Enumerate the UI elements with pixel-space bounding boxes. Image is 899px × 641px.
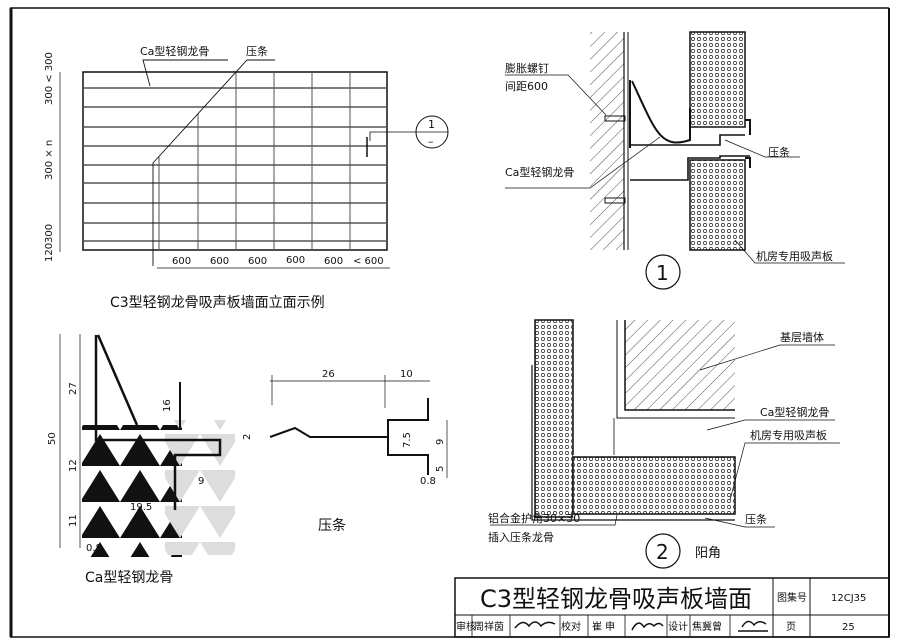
label-keel: Ca型轻钢龙骨 (760, 405, 829, 419)
dim-bottom-6: < 600 (353, 256, 384, 267)
dim-7-5: 7.5 (402, 432, 413, 448)
panel-joints (158, 72, 351, 250)
dim-50: 50 (47, 432, 58, 445)
horizontal-keels (83, 87, 387, 242)
drawing-title: C3型轻钢龙骨吸声板墙面 (480, 585, 752, 613)
atlas-number: 12CJ35 (831, 593, 866, 604)
detail-1: 膨胀螺钉 间距600 Ca型轻钢龙骨 压条 机房专用吸声板 1 (505, 31, 845, 290)
label-corner-guard: 铝合金护角30×30 (488, 511, 580, 525)
designer-name: 焦冀曾 (692, 620, 722, 633)
dim-0-8: 0.8 (420, 476, 436, 487)
dim-9: 9 (198, 476, 204, 487)
elevation-caption: C3型轻钢龙骨吸声板墙面立面示例 (110, 295, 325, 311)
dim-12: 12 (68, 459, 79, 472)
dim-11: 11 (68, 514, 79, 527)
detail-name: 阳角 (695, 546, 721, 561)
elevation-drawing: Ca型轻钢龙骨 压条 300 < 300 300 × n 300 120 600… (44, 44, 449, 311)
dim-bottom-4: 600 (286, 255, 305, 266)
label-panel: 机房专用吸声板 (756, 249, 833, 263)
dim-top: 300 < 300 (44, 52, 55, 105)
label-keel: Ca型轻钢龙骨 (505, 165, 574, 179)
title-block: C3型轻钢龙骨吸声板墙面 图集号 12CJ35 审核 周祥茵 校对 崔 申 设计… (454, 577, 890, 638)
dim-2: 2 (242, 434, 253, 440)
check-label: 校对 (561, 620, 581, 633)
label-bolt: 膨胀螺钉 (505, 61, 549, 75)
dim-27: 27 (68, 382, 79, 395)
strip-profile: 26 10 2 7.5 9 5 0.8 压条 (242, 369, 448, 534)
label-strip: 压条 (768, 145, 790, 159)
dim-10: 10 (400, 369, 413, 380)
dim-bottom-5: 600 (324, 256, 343, 267)
design-label: 设计 (668, 620, 688, 633)
dim-5: 5 (435, 466, 446, 472)
dim-bottom-3: 600 (248, 256, 267, 267)
callout-sheet: – (428, 135, 434, 148)
checker-signature (631, 622, 664, 631)
strip-caption: 压条 (318, 517, 346, 534)
detail-2: 基层墙体 Ca型轻钢龙骨 机房专用吸声板 压条 铝合金护角30×30 插入压条龙… (488, 319, 840, 569)
dim-bottom-1: 600 (172, 256, 191, 267)
dim-26: 26 (322, 369, 335, 380)
detail-number: 2 (656, 540, 669, 564)
dim-low: 300 (44, 224, 55, 243)
reviewer-signature (514, 621, 556, 629)
checker-name: 崔 申 (592, 620, 615, 633)
dim-bottom-2: 600 (210, 256, 229, 267)
dim-9: 9 (435, 439, 446, 445)
dim-19-5: 19.5 (130, 502, 152, 513)
label-panel: 机房专用吸声板 (750, 428, 827, 442)
review-label: 审核 (456, 620, 476, 633)
page-number: 25 (842, 622, 855, 633)
label-strip: 压条 (745, 512, 767, 526)
dim-0-8: 0.8 (86, 543, 102, 554)
label-wall: 基层墙体 (780, 330, 824, 344)
dim-mid: 300 × n (44, 140, 55, 180)
label-strip: 压条 (246, 44, 268, 58)
keel-profile: 50 27 12 11 16 9 19.5 0.8 Ca型轻钢龙骨 (47, 334, 235, 586)
designer-signature (738, 620, 768, 632)
label-corner-insert: 插入压条龙骨 (488, 530, 554, 544)
reviewer-name: 周祥茵 (474, 620, 504, 633)
dim-16: 16 (162, 399, 173, 412)
keel-caption: Ca型轻钢龙骨 (85, 570, 173, 586)
atlas-label: 图集号 (777, 591, 807, 604)
detail-number: 1 (656, 261, 669, 285)
label-spacing: 间距600 (505, 80, 548, 93)
callout-number: 1 (428, 118, 435, 131)
dim-base: 120 (44, 243, 55, 262)
page-label: 页 (786, 621, 796, 633)
label-keel: Ca型轻钢龙骨 (140, 44, 209, 58)
